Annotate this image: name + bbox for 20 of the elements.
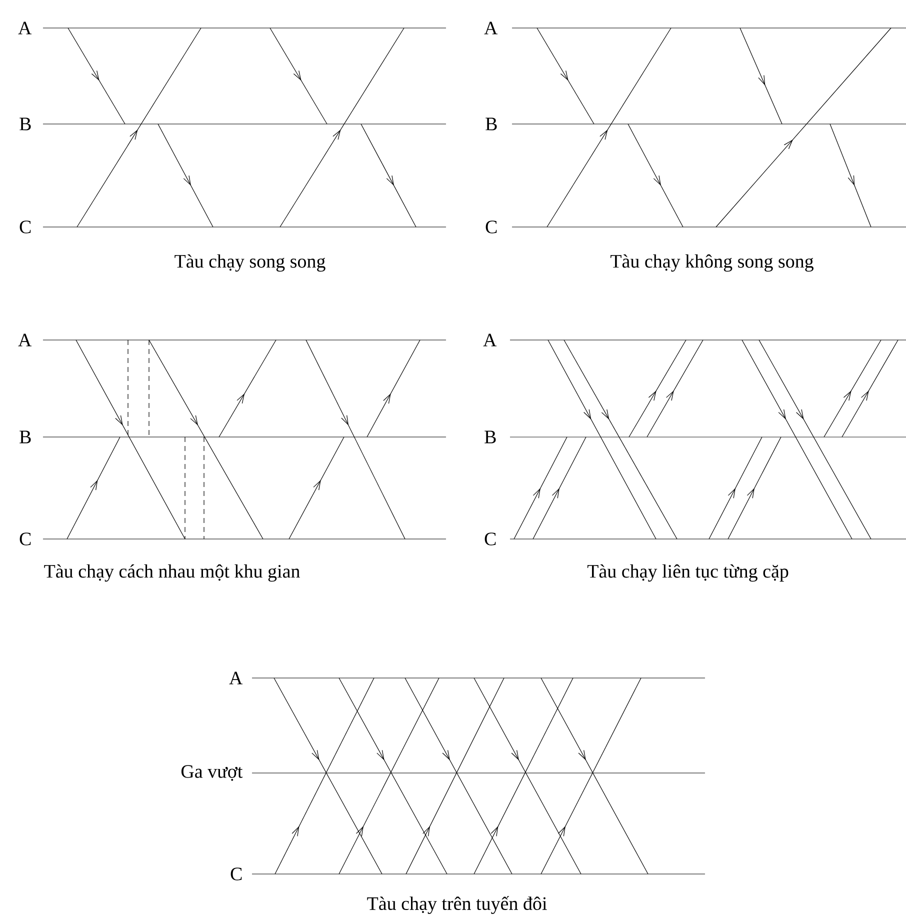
- station-label: A: [18, 22, 32, 34]
- station-label: B: [486, 118, 497, 130]
- station-label: B: [20, 118, 31, 130]
- station-label: B: [20, 430, 31, 444]
- caption: Tàu chạy song song: [174, 254, 326, 272]
- station-label: A: [484, 22, 498, 34]
- caption: Tàu chạy trên tuyến đôi: [367, 896, 547, 914]
- station-label: C: [230, 868, 242, 880]
- station-label: C: [484, 532, 496, 546]
- caption: Tàu chạy liên tục từng cặp: [587, 564, 788, 582]
- station-label: A: [483, 334, 497, 346]
- station-label: C: [20, 220, 31, 234]
- station-label: C: [20, 532, 31, 546]
- station-label: B: [484, 430, 496, 444]
- caption: Tàu chạy cách nhau một khu gian: [44, 564, 300, 582]
- station-label: C: [486, 220, 497, 234]
- station-label: Ga vượt: [181, 765, 243, 781]
- caption: Tàu chạy không song song: [610, 254, 814, 272]
- station-label: A: [18, 334, 32, 346]
- station-label: A: [229, 672, 243, 684]
